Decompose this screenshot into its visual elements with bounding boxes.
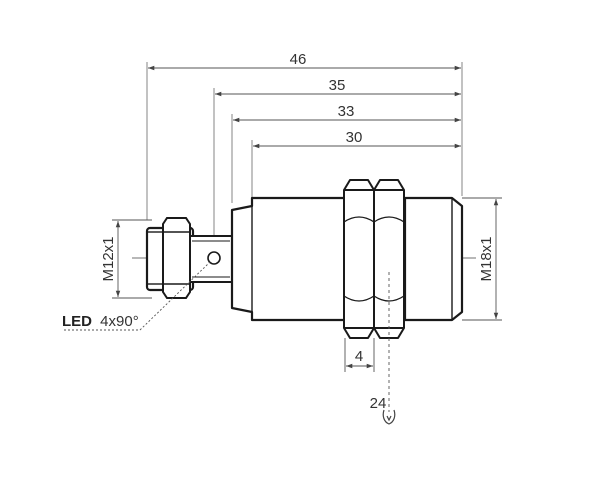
dim-35-label: 35 [329, 77, 346, 94]
connector-grooves [147, 217, 191, 299]
extension-lines [146, 62, 463, 245]
m18-label: M18x1 [478, 236, 495, 281]
hex-nut-right [373, 179, 405, 339]
m18-dimension [462, 197, 502, 321]
led-label: LED [62, 313, 92, 330]
led-window-icon [207, 251, 221, 265]
nut-width-label: 4 [355, 348, 363, 365]
dim-33-label: 33 [338, 103, 355, 120]
m12-label: M12x1 [100, 236, 117, 281]
nut-width-dimension [344, 338, 375, 372]
m12-dimension [112, 219, 152, 299]
led-callout: LED 4x90° [62, 313, 139, 330]
wrench-icon [382, 409, 396, 425]
housing-body [230, 196, 464, 322]
dim-30-label: 30 [346, 129, 363, 146]
dimension-lines [148, 65, 461, 149]
led-leader [64, 261, 211, 331]
wrench-size-label: 24 [370, 395, 387, 412]
hex-nut-left [343, 179, 375, 339]
led-spec: 4x90° [100, 313, 139, 330]
dim-46-label: 46 [290, 51, 307, 68]
